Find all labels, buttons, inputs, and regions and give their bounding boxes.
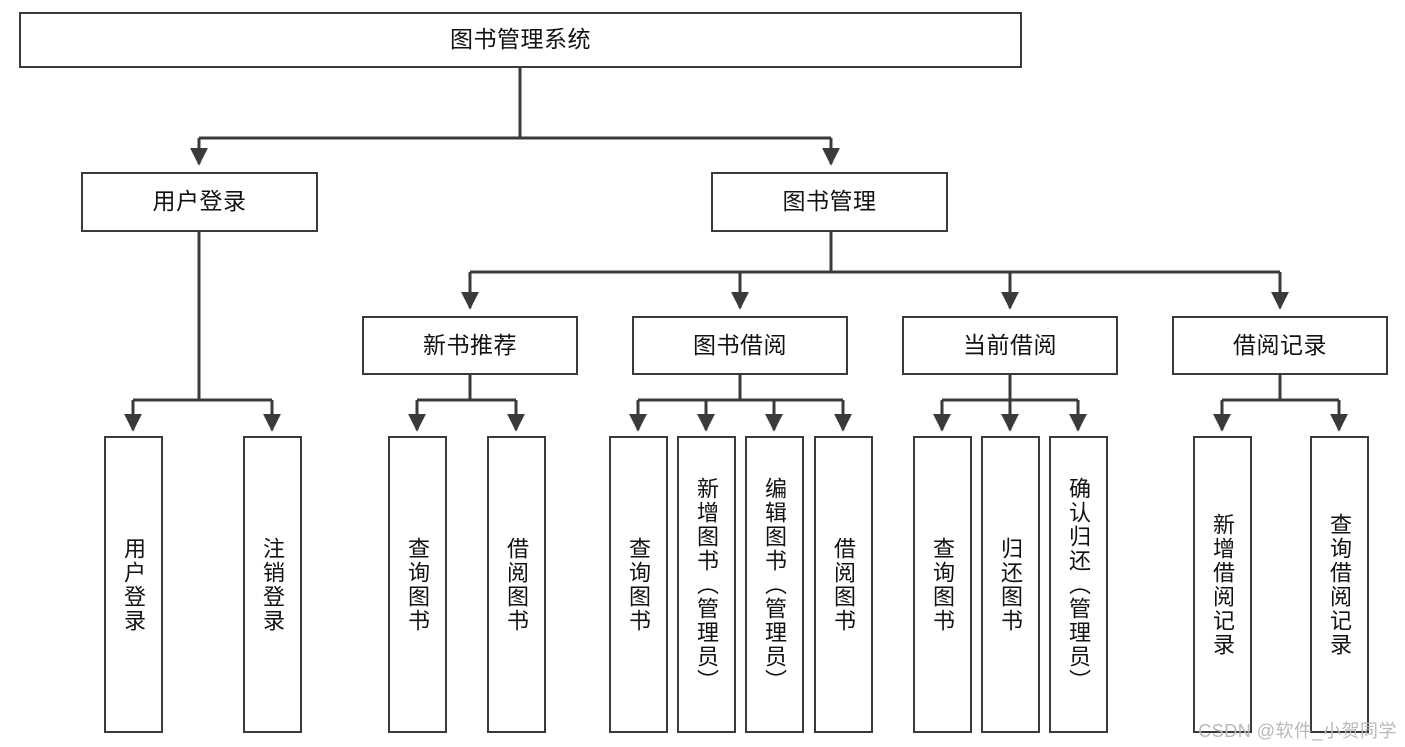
leaf-record-add-record[interactable]: 新增借阅记录 xyxy=(1193,436,1252,733)
node-label: 查询图书 xyxy=(405,536,431,633)
node-label: 新增借阅记录 xyxy=(1210,512,1236,657)
node-label: 用户登录 xyxy=(152,188,247,215)
leaf-current-query-book[interactable]: 查询图书 xyxy=(913,436,972,733)
node-label: 查询借阅记录 xyxy=(1327,512,1353,657)
leaf-record-query-record[interactable]: 查询借阅记录 xyxy=(1310,436,1369,733)
node-label: 确认归还（管理员） xyxy=(1066,476,1092,693)
node-label: 注销登录 xyxy=(260,536,286,633)
node-label: 当前借阅 xyxy=(963,331,1057,358)
leaf-user-login-login[interactable]: 用户登录 xyxy=(104,436,163,733)
leaf-borrow-query-book[interactable]: 查询图书 xyxy=(609,436,668,733)
node-label: 查询图书 xyxy=(626,536,652,633)
node-label: 归还图书 xyxy=(998,536,1024,633)
node-current-borrow[interactable]: 当前借阅 xyxy=(902,316,1118,375)
node-label: 图书管理系统 xyxy=(450,26,591,53)
node-label: 借阅图书 xyxy=(831,536,857,633)
node-borrow-record[interactable]: 借阅记录 xyxy=(1172,316,1388,375)
leaf-borrow-borrow-book[interactable]: 借阅图书 xyxy=(814,436,873,733)
node-label: 图书管理 xyxy=(782,188,877,215)
node-label: 用户登录 xyxy=(121,536,147,633)
leaf-recommend-query-book[interactable]: 查询图书 xyxy=(388,436,447,733)
node-label: 新书推荐 xyxy=(423,331,517,358)
leaf-current-return-book[interactable]: 归还图书 xyxy=(981,436,1040,733)
node-book-borrow[interactable]: 图书借阅 xyxy=(632,316,848,375)
node-label: 借阅图书 xyxy=(504,536,530,633)
leaf-user-login-logout[interactable]: 注销登录 xyxy=(243,436,302,733)
node-root-system[interactable]: 图书管理系统 xyxy=(19,12,1022,68)
node-label: 借阅记录 xyxy=(1233,331,1327,358)
node-label: 编辑图书（管理员） xyxy=(762,476,788,693)
node-book-management[interactable]: 图书管理 xyxy=(711,172,948,232)
leaf-borrow-edit-book[interactable]: 编辑图书（管理员） xyxy=(745,436,804,733)
leaf-recommend-borrow-book[interactable]: 借阅图书 xyxy=(487,436,546,733)
leaf-current-confirm-return[interactable]: 确认归还（管理员） xyxy=(1049,436,1108,733)
node-new-book-recommend[interactable]: 新书推荐 xyxy=(362,316,578,375)
leaf-borrow-add-book[interactable]: 新增图书（管理员） xyxy=(677,436,736,733)
node-label: 图书借阅 xyxy=(693,331,787,358)
node-user-login[interactable]: 用户登录 xyxy=(81,172,318,232)
node-label: 新增图书（管理员） xyxy=(694,476,720,693)
node-label: 查询图书 xyxy=(930,536,956,633)
watermark: CSDN @软件_小贺同学 xyxy=(1198,721,1397,741)
